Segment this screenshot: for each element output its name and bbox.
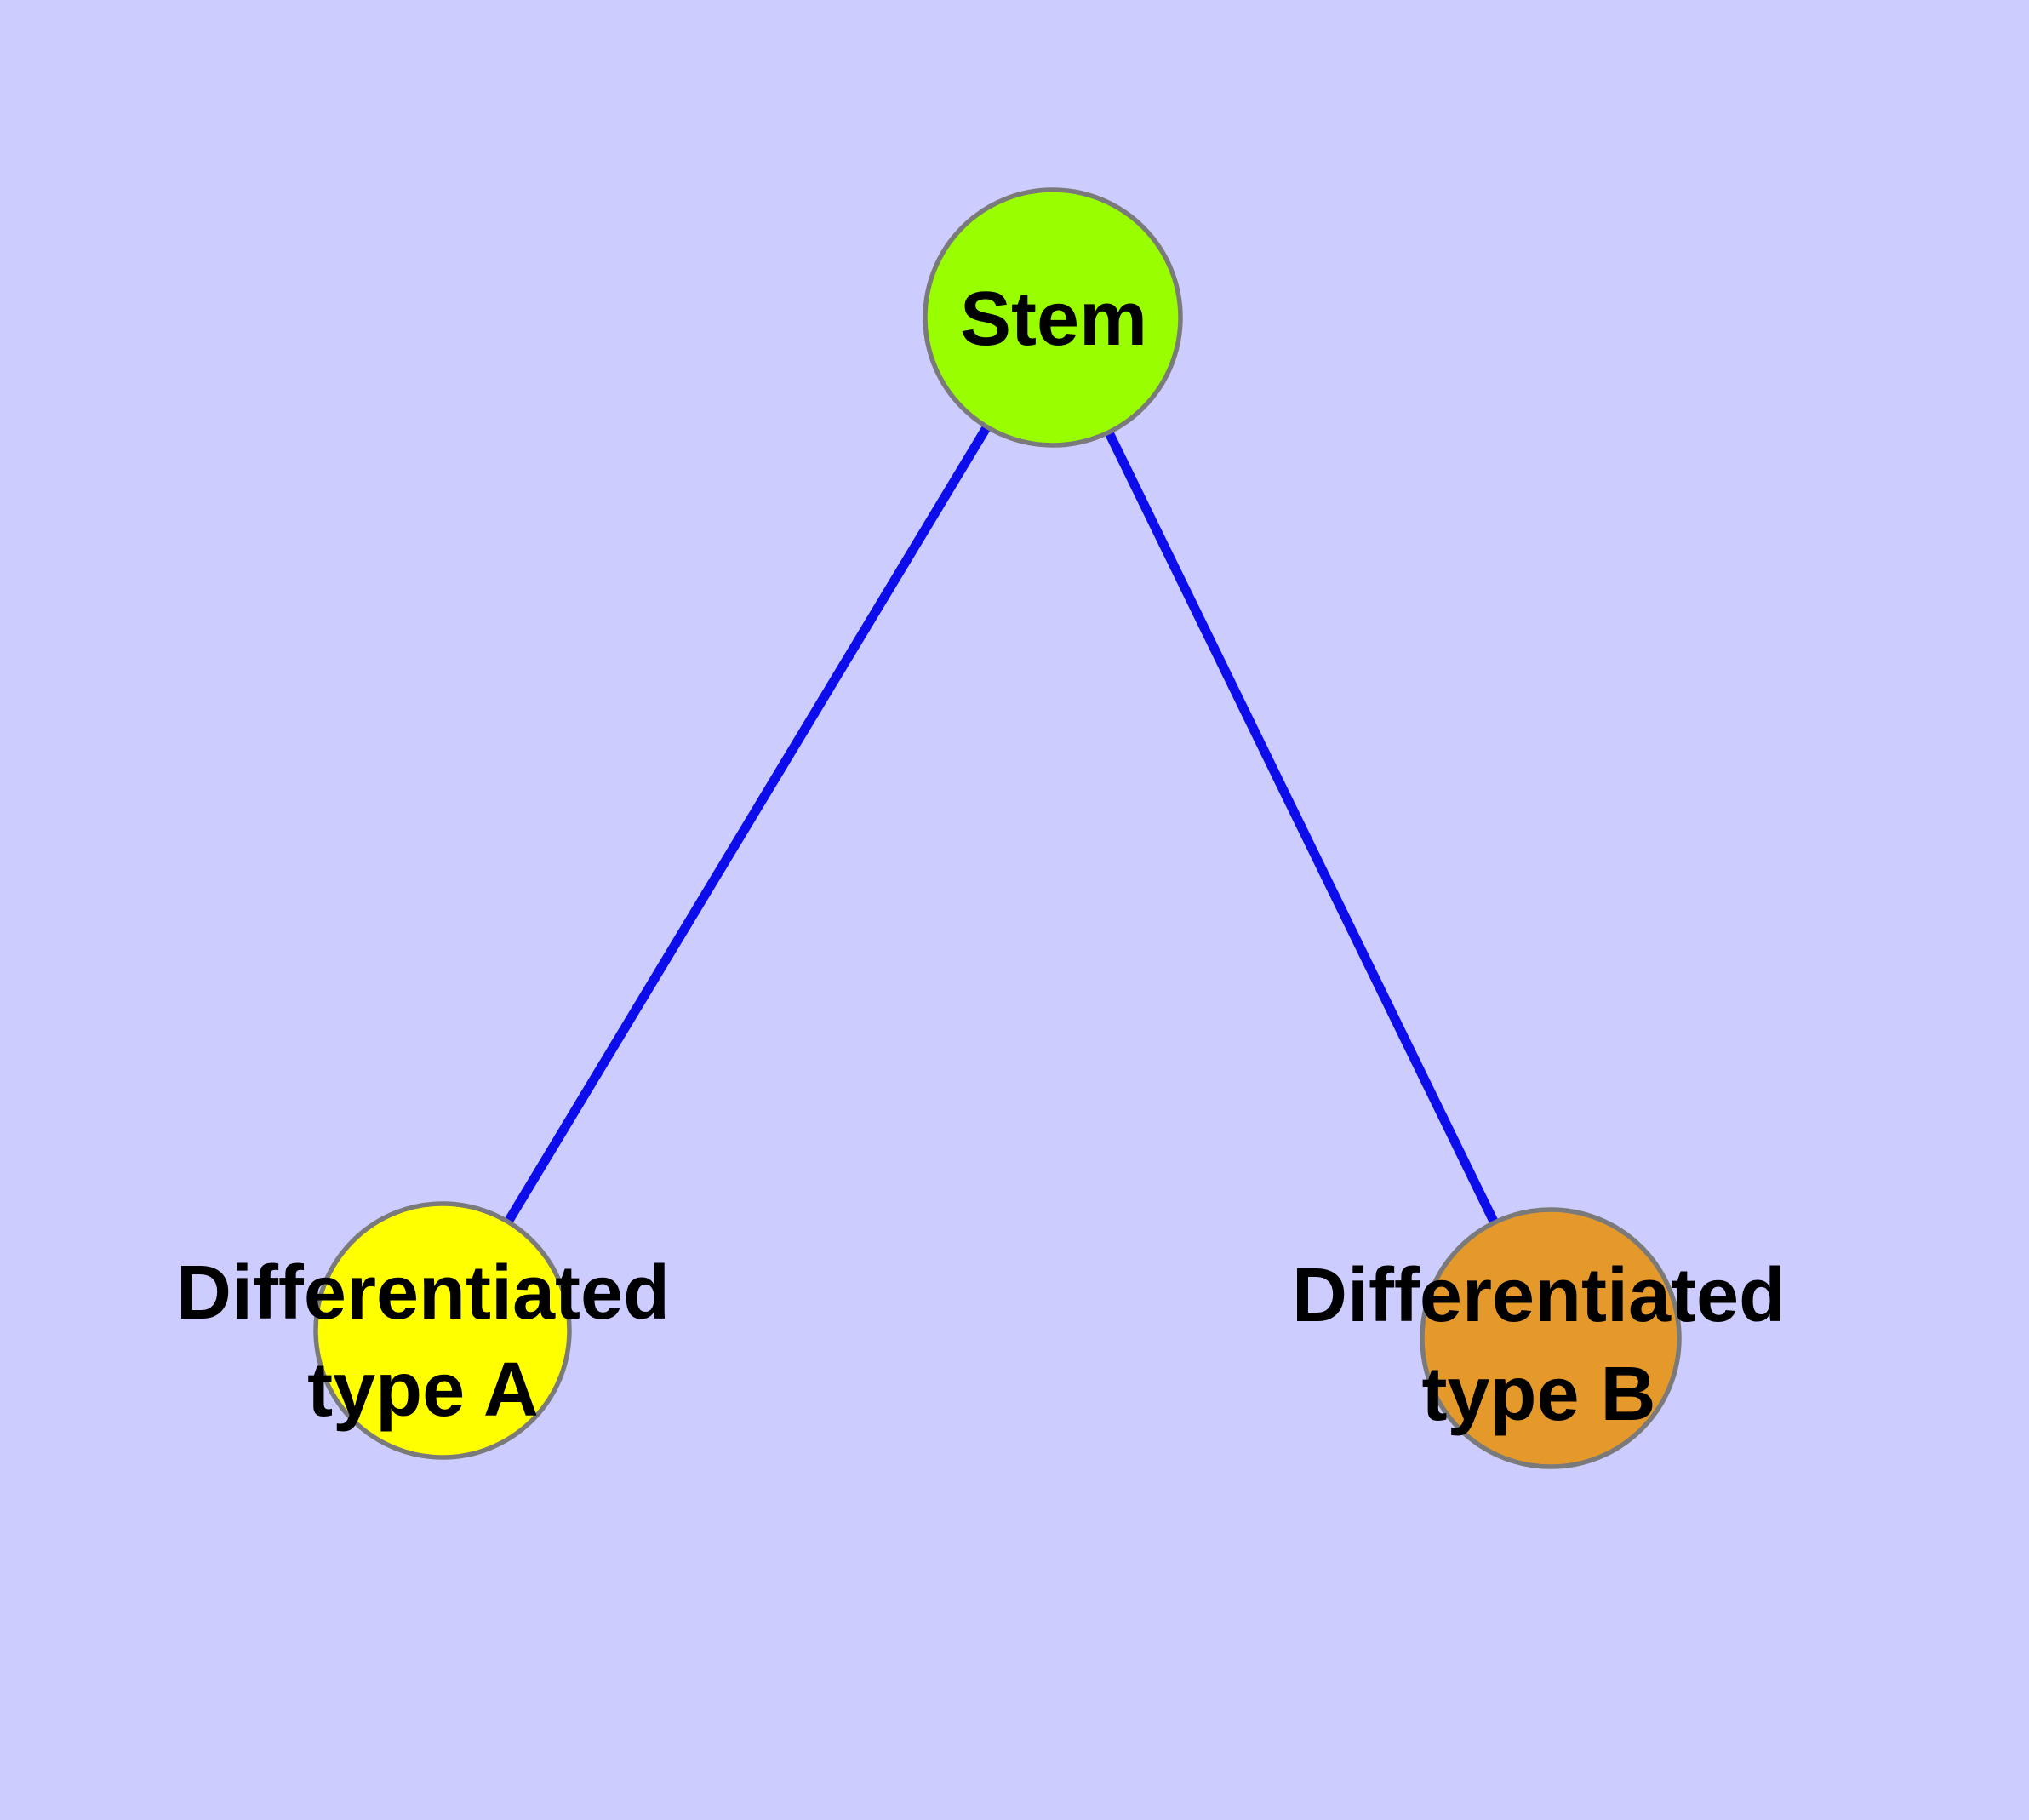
node-stem: Stem [923,187,1183,448]
node-stem-label: Stem [960,277,1147,362]
node-differentiated-type-b: Differentiated type B [1292,1207,1786,1469]
edge-stem-to-type-b [1049,315,1555,1341]
node-type-a-circle [313,1201,572,1460]
edge-stem-to-type-a [438,315,1057,1333]
node-type-a-label-line1: Differentiated [176,1251,670,1336]
node-type-b-label-line1: Differentiated [1292,1253,1786,1338]
node-type-a-label-line2: type A [307,1348,539,1433]
node-stem-circle [923,187,1183,448]
node-type-b-label-line2: type B [1421,1352,1655,1437]
node-type-b-circle [1420,1207,1682,1469]
node-differentiated-type-a: Differentiated type A [176,1201,670,1460]
